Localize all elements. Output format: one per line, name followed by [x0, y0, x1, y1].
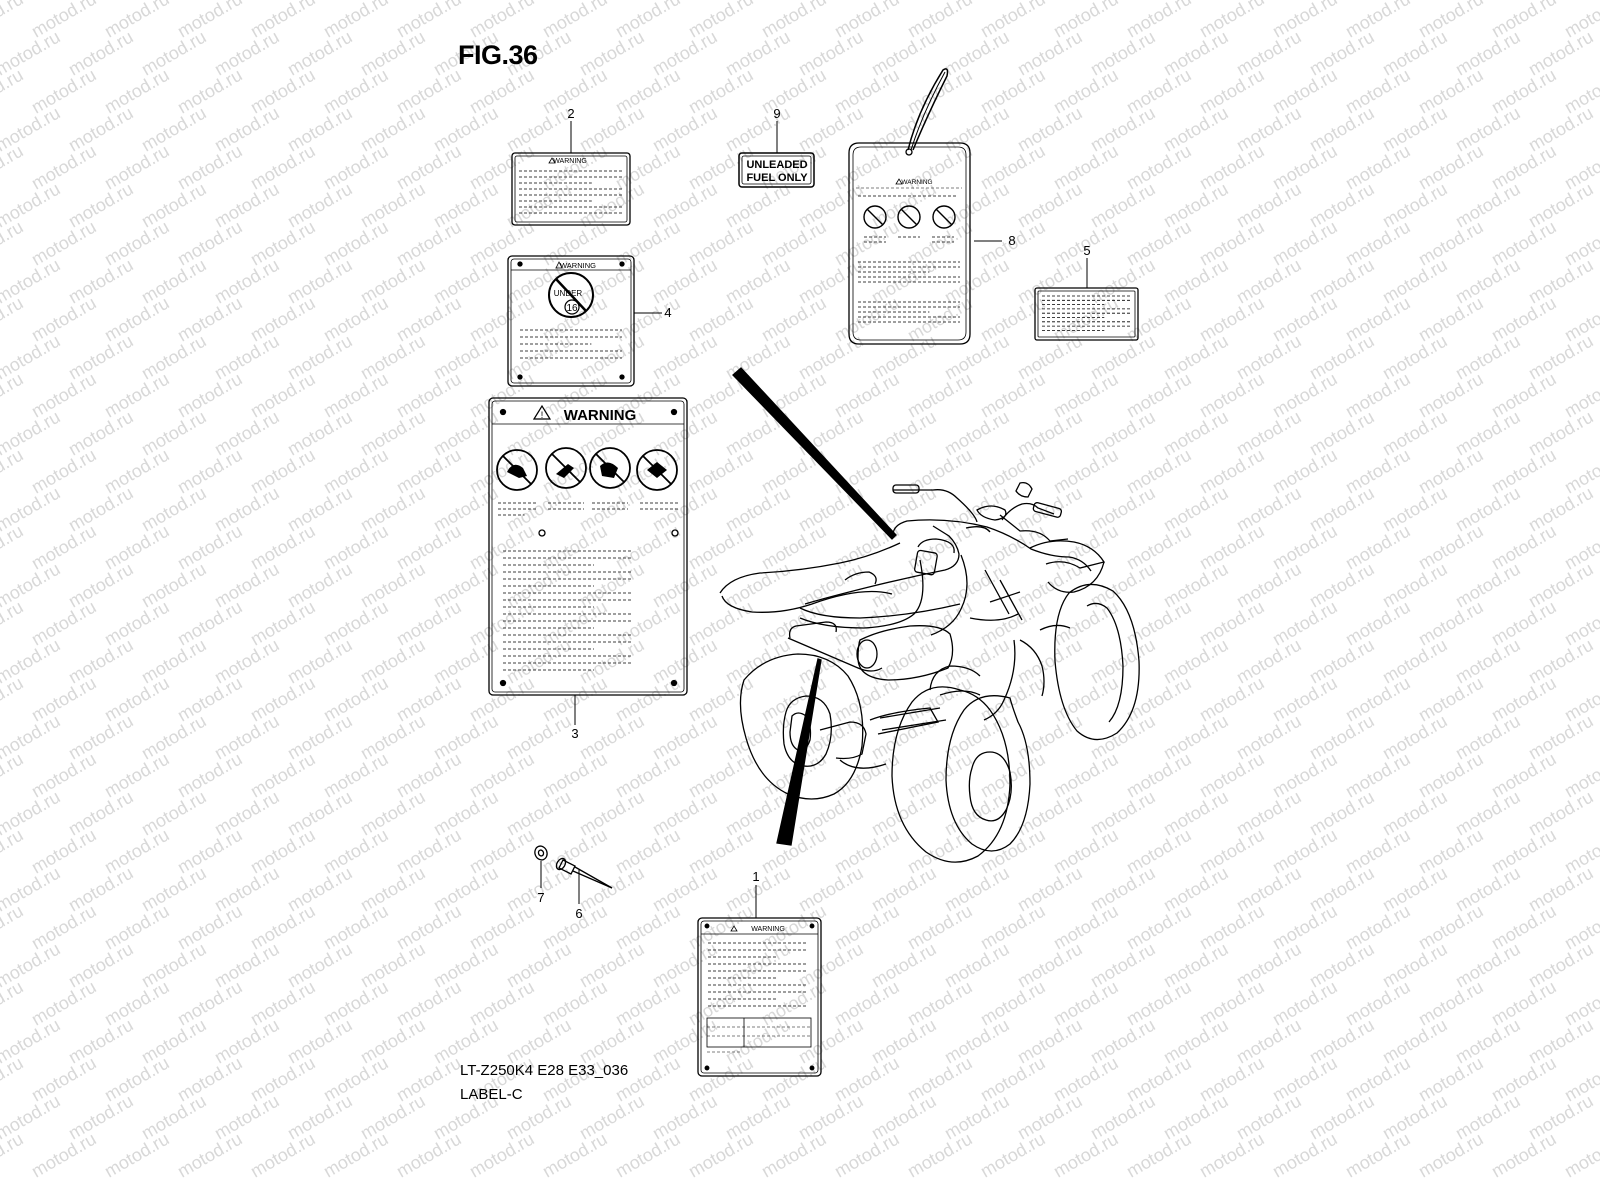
age-text: 16	[566, 303, 578, 314]
label-2[interactable]: WARNING	[511, 152, 631, 226]
callout-5: 5	[1083, 243, 1090, 258]
callout-3: 3	[571, 726, 578, 741]
figure-group: LABEL-C	[460, 1086, 523, 1103]
label-8-warning: WARNING	[901, 179, 932, 186]
callout-7: 7	[537, 890, 544, 905]
rivet-part-6[interactable]	[555, 857, 613, 889]
washer-part-7[interactable]	[533, 844, 549, 861]
figure-code: LT-Z250K4 E28 E33_036	[460, 1062, 629, 1079]
under-text: UNDER	[554, 289, 583, 298]
label-1-warning: WARNING	[751, 926, 785, 933]
svg-text:!: !	[541, 410, 544, 420]
callout-2: 2	[567, 106, 574, 121]
callout-1: 1	[752, 869, 759, 884]
fuel-line-2: FUEL ONLY	[746, 172, 808, 184]
fuel-line-1: UNLEADED	[746, 159, 807, 171]
label-1[interactable]: WARNING	[697, 917, 822, 1077]
callout-4: 4	[664, 305, 671, 320]
callout-6: 6	[575, 906, 582, 921]
atv-illustration	[719, 367, 1140, 863]
label-8[interactable]: WARNING	[848, 68, 971, 345]
label-3[interactable]: WARNING !	[488, 397, 688, 696]
label-4-warning: WARNING	[560, 261, 596, 270]
callout-8: 8	[1008, 233, 1015, 248]
label-5[interactable]	[1034, 287, 1139, 341]
label-4[interactable]: WARNING UNDER 16	[507, 255, 635, 387]
label-9[interactable]: UNLEADED FUEL ONLY	[738, 152, 815, 188]
label-2-warning: WARNING	[553, 158, 587, 165]
label-3-warning: WARNING	[564, 407, 637, 424]
callout-9: 9	[773, 106, 780, 121]
